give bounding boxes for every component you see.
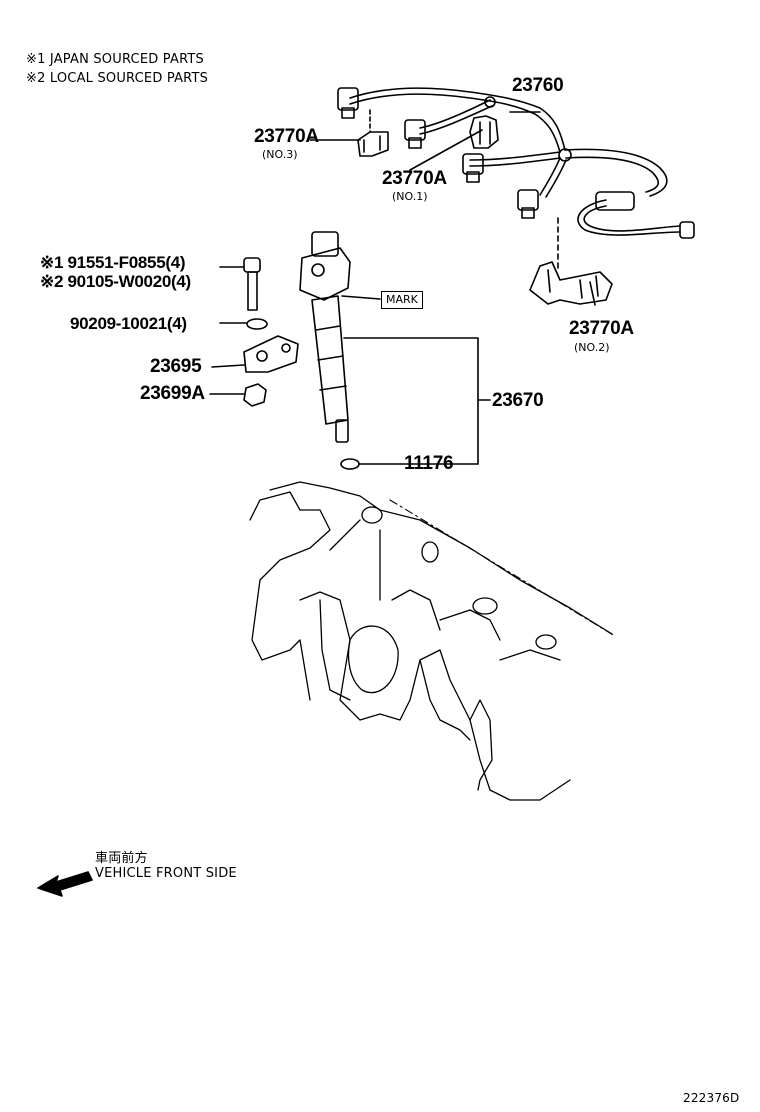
part-number-clamp-no3[interactable]: 23770A [254, 126, 319, 147]
clamp-no1-label: (NO.1) [392, 190, 428, 203]
wire-harness [337, 87, 695, 239]
cylinder-head [249, 481, 613, 801]
front-direction-jp: 車両前方 [95, 851, 148, 866]
part-number-clamp-bracket[interactable]: 23695 [150, 356, 202, 377]
clamp-no2 [529, 217, 613, 305]
part-number-washer[interactable]: 90209-10021(4) [70, 314, 187, 333]
part-number-harness[interactable]: 23760 [512, 75, 564, 96]
mark-label: MARK [381, 291, 423, 309]
clamp-no3 [357, 109, 389, 157]
washer [246, 318, 268, 330]
part-number-bolt-japan[interactable]: ※1 91551-F0855(4) [40, 253, 186, 272]
front-direction-en: VEHICLE FRONT SIDE [95, 866, 237, 881]
part-number-clamp-no2[interactable]: 23770A [569, 318, 634, 339]
injector [299, 231, 360, 470]
note-local-sourced: ※2 LOCAL SOURCED PARTS [26, 71, 209, 86]
front-direction-arrow [37, 871, 93, 897]
part-number-gasket[interactable]: 11176 [404, 453, 454, 474]
bolt [243, 257, 261, 311]
clamp-no3-label: (NO.3) [262, 148, 298, 161]
clamp-bracket [243, 335, 299, 373]
part-number-nut[interactable]: 23699A [140, 383, 205, 404]
part-number-bolt-local[interactable]: ※2 90105-W0020(4) [40, 272, 191, 291]
part-number-clamp-no1[interactable]: 23770A [382, 168, 447, 189]
clamp-no1 [469, 115, 499, 149]
figure-id: 222376D [683, 1091, 740, 1105]
part-number-injector[interactable]: 23670 [492, 390, 544, 411]
clamp-no2-label: (NO.2) [574, 341, 610, 354]
note-japan-sourced: ※1 JAPAN SOURCED PARTS [26, 52, 204, 67]
nut [243, 383, 267, 407]
